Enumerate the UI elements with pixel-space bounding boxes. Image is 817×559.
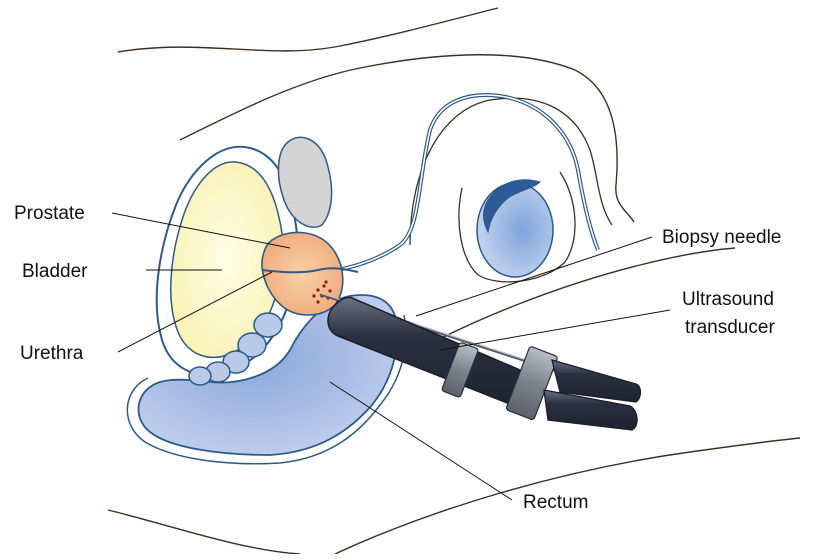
leader-rectum	[330, 382, 512, 500]
label-ultrasound-line2: transducer	[685, 317, 775, 338]
label-bladder: Bladder	[22, 261, 88, 282]
body-outline-top	[118, 8, 498, 52]
label-prostate: Prostate	[14, 203, 85, 224]
label-rectum: Rectum	[523, 492, 588, 513]
label-biopsy-needle: Biopsy needle	[662, 227, 781, 248]
body-outline-buttock	[108, 510, 300, 554]
urethra-tube-inner	[300, 95, 598, 272]
label-urethra: Urethra	[20, 343, 84, 364]
leader-ultrasound	[440, 310, 670, 350]
label-ultrasound-line1: Ultrasound	[682, 289, 774, 310]
